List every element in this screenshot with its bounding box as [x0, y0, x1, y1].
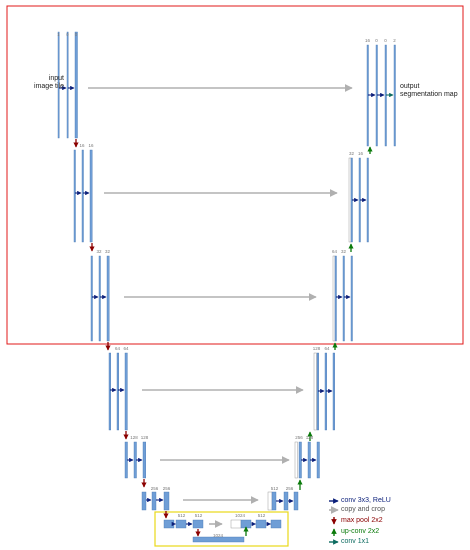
- fmap-l6-u-0: [271, 491, 277, 511]
- output-segmentation-map-label: output segmentation map: [400, 83, 458, 98]
- ch-l1-in-0: 1: [57, 32, 60, 37]
- ch-l1-out-1: 0: [375, 38, 378, 43]
- legend-pool-label: max pool 2x2: [341, 517, 383, 524]
- fmap-l3-u-1: [342, 255, 345, 342]
- legend-icons: [329, 498, 339, 545]
- fmap-b-mid: [192, 536, 245, 543]
- fmap-l3-d-0: [90, 255, 93, 342]
- ch-l6-up-1: 256: [286, 486, 294, 491]
- ch-bottom-1: 512: [195, 513, 203, 518]
- ch-l6-down-1: 256: [163, 486, 171, 491]
- ch-l3-up-0: 64: [332, 249, 338, 254]
- ch-l3-down-0: 32: [96, 249, 102, 254]
- fmap-l3-d-1: [98, 255, 101, 342]
- ch-l3-up-1: 32: [341, 249, 347, 254]
- ch-l1-out-0: 16: [365, 38, 371, 43]
- input-image-tile-label: input image tile: [34, 75, 64, 90]
- fmap-l4-d-1: [116, 352, 119, 431]
- ch-l1-in-1: 0: [66, 32, 69, 37]
- fmap-l3-u-0: [334, 255, 337, 342]
- ch-l5-up-0: 256: [295, 435, 303, 440]
- ch-l5-down-1: 128: [141, 435, 149, 440]
- ch-bottom-0: 512: [178, 513, 186, 518]
- ch-bottom-mid: 1024: [213, 533, 224, 538]
- fmap-b-u-h: [230, 519, 242, 529]
- ch-l3-down-1: 32: [105, 249, 111, 254]
- red-frame: [6, 5, 464, 345]
- ch-l2-up-1: 16: [358, 151, 364, 156]
- ch-l4-down-0: 64: [115, 346, 121, 351]
- fmap-l2-u-h: [348, 157, 352, 243]
- fmap-l3-d-2: [106, 255, 110, 342]
- fmap-l6-d-1: [151, 491, 157, 511]
- ch-l6-down-0: 256: [151, 486, 159, 491]
- legend-upconv-label: up-conv 2x2: [341, 528, 380, 535]
- ch-bottom-3: 512: [258, 513, 266, 518]
- fmap-l4-d-2: [124, 352, 128, 431]
- ch-l1-in-2: 0: [75, 32, 78, 37]
- arrows: [59, 84, 394, 537]
- fmap-l3-u-h: [332, 255, 336, 342]
- fmap-l6-u-1: [283, 491, 289, 511]
- ch-l5-down-0: 128: [130, 435, 138, 440]
- fmap-l2-u-2: [366, 157, 369, 243]
- fmap-l1-in-1: [66, 31, 69, 139]
- fmap-l5-d-2: [142, 441, 146, 479]
- legend-conv-label: conv 3x3, ReLU: [341, 497, 391, 504]
- fmap-l1-out-3: [393, 44, 396, 147]
- yellow-frame: [154, 511, 289, 547]
- feature-maps: [57, 31, 396, 543]
- fmap-l2-d-0: [73, 149, 76, 243]
- legend-conv1x1-label: conv 1x1: [341, 538, 370, 545]
- fmap-l5-u-2: [316, 441, 320, 479]
- ch-l4-up-0: 128: [313, 346, 321, 351]
- fmap-l6-d-0: [141, 491, 147, 511]
- fmap-l4-u-2: [332, 352, 335, 431]
- ch-l4-down-1: 64: [123, 346, 129, 351]
- ch-l4-up-1: 64: [324, 346, 330, 351]
- fmap-b-u-1: [255, 519, 267, 529]
- ch-l1-out-3: 2: [393, 38, 396, 43]
- fmap-l1-in-2: [74, 31, 78, 139]
- ch-l6-up-0: 512: [271, 486, 279, 491]
- fmap-l6-u-2: [293, 491, 299, 511]
- ch-l2-up-0: 32: [349, 151, 355, 156]
- channel-labels: 1 0 0 16 0 0 2 16 16 32 16 32 32 64 32 6…: [57, 32, 396, 538]
- ch-l5-up-1: 128: [306, 435, 314, 440]
- fmap-l4-d-0: [108, 352, 111, 431]
- fmap-l2-d-2: [89, 149, 93, 243]
- fmap-b-2: [192, 519, 204, 529]
- fmap-l6-d-2: [163, 491, 170, 511]
- fmap-l6-u-h: [267, 491, 273, 511]
- fmap-b-u-2: [270, 519, 282, 529]
- ch-l2-down-1: 16: [88, 143, 94, 148]
- fmap-b-u-0: [240, 519, 252, 529]
- fmap-b-0: [163, 519, 175, 529]
- fmap-l4-u-h: [313, 352, 317, 431]
- fmap-l3-u-2: [350, 255, 353, 342]
- ch-l1-out-2: 0: [384, 38, 387, 43]
- fmap-l5-u-h: [294, 441, 298, 479]
- legend-copy-label: copy and crop: [341, 506, 385, 513]
- fmap-l2-d-1: [81, 149, 84, 243]
- fmap-l1-in-0: [57, 31, 60, 139]
- fmap-b-1: [175, 519, 187, 529]
- ch-l2-down-0: 16: [79, 143, 85, 148]
- ch-bottom-2: 1024: [235, 513, 246, 518]
